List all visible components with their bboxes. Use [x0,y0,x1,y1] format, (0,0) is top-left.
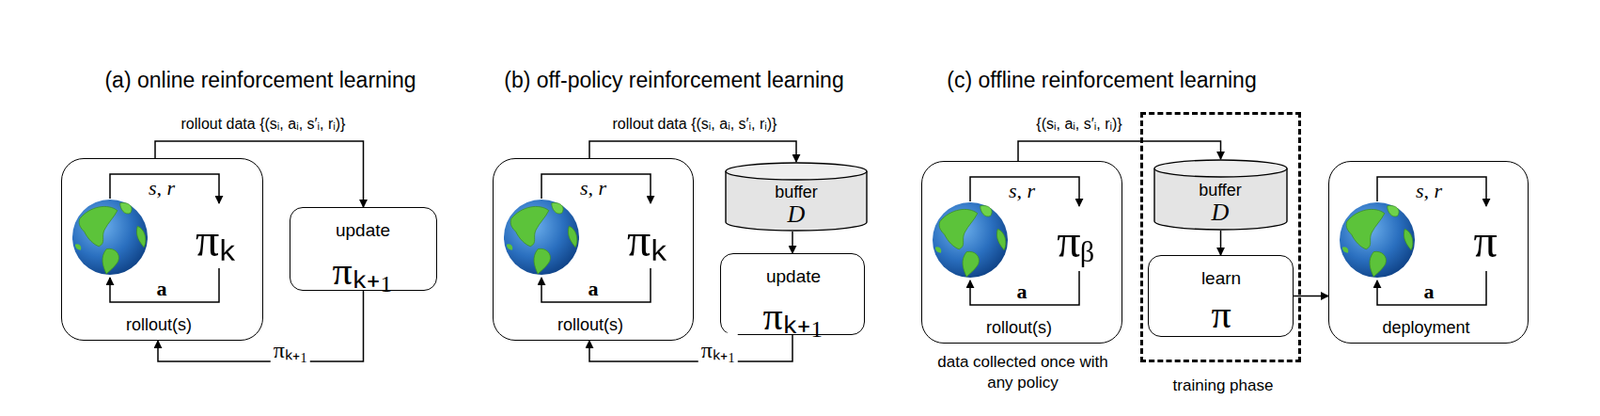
node-text: a [588,276,599,301]
cylinder-top [1154,159,1287,177]
globe-icon [72,199,148,275]
rollout-box: s, r πₖ a rollout(s) [492,157,694,341]
edge-label: rollout data {(sᵢ, aᵢ, s′ᵢ, rᵢ)} [178,115,349,133]
node-text: training phase [1173,376,1274,395]
node-text: rollout(s) [557,314,624,335]
node-text: π [1473,213,1497,268]
connector-arrow [155,141,364,207]
connector-arrow [791,231,794,253]
connector-arrow [1018,141,1222,161]
globe-icon [503,199,580,275]
edge-label: rollout data {(sᵢ, aᵢ, s′ᵢ, rᵢ)} [610,115,781,133]
node-text: rollout(s) [986,317,1052,338]
node-text: πₖ₊₁ [763,286,825,341]
node-text: learn [1201,267,1241,289]
node-text: s, r [1415,178,1443,204]
deployment-box: s, r π a deployment [1328,160,1529,344]
node-text: πₖ [195,205,236,270]
node-text: D [787,200,806,229]
node-text: a [156,276,168,301]
update-box: updateπₖ₊₁ [289,206,438,291]
connector-arrow [589,334,793,361]
cylinder-top [725,162,867,180]
node-text: data collected once with any policy [928,351,1117,393]
buffer-cylinder: bufferD [1153,158,1288,231]
training-region: training phasebufferDlearnπ [1140,111,1302,362]
edge-label: πₖ₊₁ [270,332,311,364]
node-text: s, r [1008,178,1036,204]
node-text: πₖ [627,205,667,270]
node-text: s, r [580,175,607,201]
globe-icon [1339,202,1415,278]
node-text: a [1017,279,1028,304]
node-text: update [335,219,391,241]
loop-arrow [109,173,220,204]
globe-icon [932,202,1008,278]
learn-box: learnπ [1147,254,1294,337]
node-text: buffer [774,182,818,203]
loop-arrow [970,176,1080,206]
loop-arrow [541,267,651,302]
node-text: a [1424,279,1435,304]
edge-label: πₖ₊₁ [698,332,738,364]
connector-arrow [1220,230,1223,255]
update-box: updateπₖ₊₁ [720,252,865,335]
node-text: buffer [1198,180,1242,201]
node-text: rollout(s) [125,314,192,335]
node-text: s, r [148,175,175,201]
node-text: D [1211,198,1230,227]
panel-title: (b) off-policy reinforcement learning [503,67,844,94]
node-text: πᵦ [1056,213,1094,268]
rollout-box: s, r πₖ a rollout(s) [61,157,264,341]
loop-arrow [970,270,1080,305]
loop-arrow [1377,270,1487,305]
cylinder-body [1154,168,1287,230]
panel-title: (c) offline reinforcement learning [946,67,1256,94]
node-text: πₖ₊₁ [332,241,394,296]
node-text: π [1210,291,1231,337]
loop-arrow [1377,176,1487,206]
loop-arrow [541,173,651,204]
node-text: deployment [1381,317,1470,338]
loop-arrow [109,267,220,302]
edge-label: {(sᵢ, aᵢ, s′ᵢ, rᵢ)} [1033,115,1125,133]
panel-title: (a) online reinforcement learning [104,67,416,94]
node-text: update [766,266,821,287]
rollout-box: s, rπᵦarollout(s)data collected once wit… [921,160,1123,344]
buffer-cylinder: bufferD [724,161,868,232]
